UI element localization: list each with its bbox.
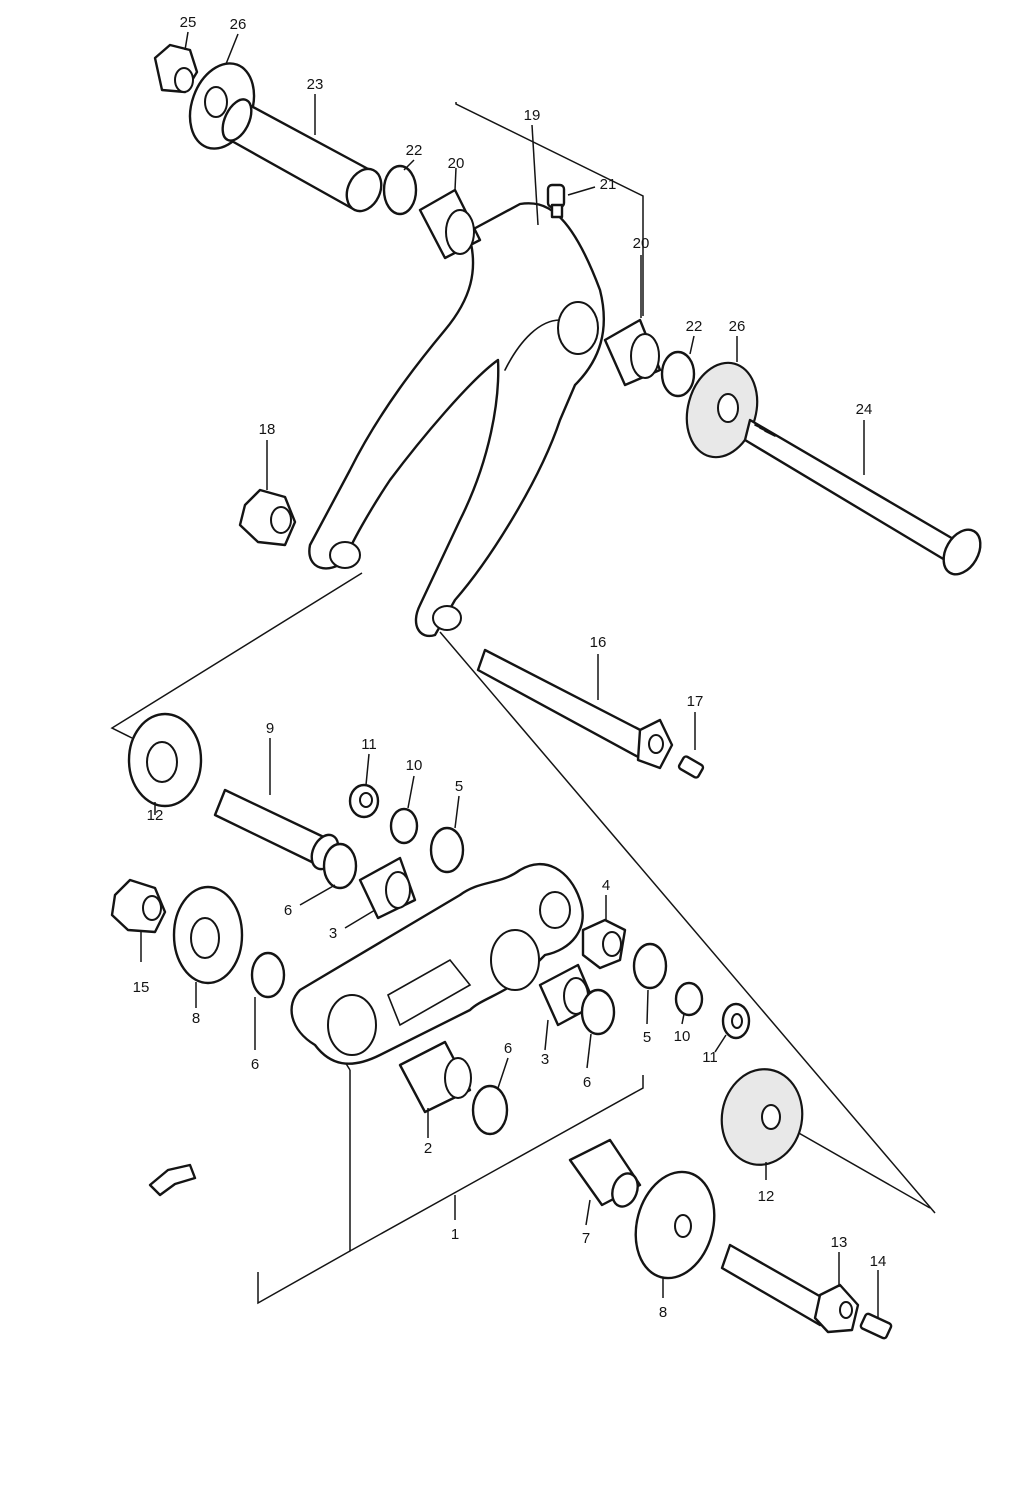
callout-label: 5	[455, 778, 463, 795]
callout-label: 15	[133, 979, 150, 996]
callout-label: 6	[583, 1074, 591, 1091]
oring-5-upper	[429, 826, 465, 874]
grease-nipple-21	[546, 183, 566, 219]
callout-label: 21	[600, 176, 617, 193]
callout-label: 17	[687, 693, 704, 710]
washer-10-upper	[389, 807, 419, 845]
bracket-1-tail	[257, 1250, 351, 1305]
callout-label: 12	[758, 1188, 775, 1205]
lever-web-edge	[504, 319, 561, 371]
bracket-19-group	[455, 102, 644, 316]
callout-label: 3	[329, 925, 337, 942]
sleeve-23	[221, 98, 383, 213]
callout-label: 1	[451, 1226, 459, 1243]
nut-18	[238, 488, 297, 547]
callout-label: 8	[192, 1010, 200, 1027]
callout-label: 20	[448, 155, 465, 172]
oring-6-lower	[471, 1084, 509, 1136]
bearing-20-left	[418, 188, 482, 260]
callout-label: 4	[602, 877, 610, 894]
bolt-13	[720, 1243, 860, 1334]
group-bracket-lines	[110, 102, 936, 1305]
callout-label: 5	[643, 1029, 651, 1046]
oring-6-lower-right	[580, 988, 616, 1036]
bushing-4	[581, 918, 627, 970]
oring-22-left	[382, 164, 418, 216]
callout-label: 26	[230, 16, 247, 33]
collar-12-left	[127, 712, 203, 808]
sleeve-7	[568, 1138, 642, 1208]
bolt-16	[476, 648, 674, 770]
rod-bore-center	[490, 929, 540, 991]
callout-label: 7	[582, 1230, 590, 1247]
lever-pivot-bore	[557, 301, 599, 355]
collar-8-lower	[634, 1170, 716, 1280]
nipple-17	[677, 755, 705, 779]
oring-5-lower	[632, 942, 668, 990]
rod-bore-left	[327, 994, 377, 1056]
callout-label: 16	[590, 634, 607, 651]
callout-label: 22	[406, 142, 423, 159]
nut-15	[110, 878, 167, 934]
callout-label: 10	[406, 757, 423, 774]
rod-window	[386, 958, 472, 1027]
bracket-arm-to-washer-right	[439, 631, 936, 1214]
callout-label: 23	[307, 76, 324, 93]
callout-label: 22	[686, 318, 703, 335]
rod-bore-right	[539, 891, 571, 929]
callout-label: 11	[702, 1049, 718, 1066]
callout-label: 14	[870, 1253, 887, 1270]
collar-8-left	[172, 885, 244, 985]
callout-label: 24	[856, 401, 873, 418]
callout-label: 3	[541, 1051, 549, 1068]
cushion-rod	[290, 862, 584, 1065]
bracket-arm-to-bush	[110, 572, 363, 739]
callout-label: 12	[147, 807, 164, 824]
callout-label: 13	[831, 1234, 848, 1251]
nut-25	[153, 43, 199, 94]
callout-label: 2	[424, 1140, 432, 1157]
oring-6-upper	[322, 842, 358, 890]
nut-11-lower	[721, 1002, 751, 1040]
lever-lower-bore-left	[329, 541, 361, 569]
callout-label: 6	[504, 1040, 512, 1057]
callout-label: 9	[266, 720, 274, 737]
washer-26-right	[685, 361, 759, 459]
oring-22-right	[660, 350, 696, 398]
bracket-washer-right	[789, 1127, 931, 1209]
bearing-20-right	[603, 318, 662, 387]
lever-lower-bore-right	[432, 605, 462, 631]
callout-label: 26	[729, 318, 746, 335]
cushion-lever	[308, 202, 606, 638]
nut-11-upper	[348, 783, 380, 819]
bracket-1-group	[349, 1070, 644, 1253]
washer-10-lower	[674, 981, 704, 1017]
callout-label: 18	[259, 421, 276, 438]
collar-12-right	[720, 1068, 804, 1166]
oring-6-left	[250, 951, 286, 999]
callout-label: 8	[659, 1304, 667, 1321]
forward-arrow-icon	[148, 1163, 197, 1197]
bolt-24	[743, 418, 982, 576]
callout-label: 6	[284, 902, 292, 919]
callout-label: 10	[674, 1028, 691, 1045]
callout-label: 6	[251, 1056, 259, 1073]
callout-label: 25	[180, 14, 197, 31]
bearing-2	[398, 1040, 472, 1114]
callout-leaders	[140, 31, 879, 1318]
nipple-14	[859, 1312, 893, 1340]
callout-label: 19	[524, 107, 541, 124]
bearing-3-upper	[358, 856, 417, 920]
callout-label: 20	[633, 235, 650, 252]
lever-body	[308, 202, 606, 638]
callout-label: 11	[361, 736, 377, 753]
